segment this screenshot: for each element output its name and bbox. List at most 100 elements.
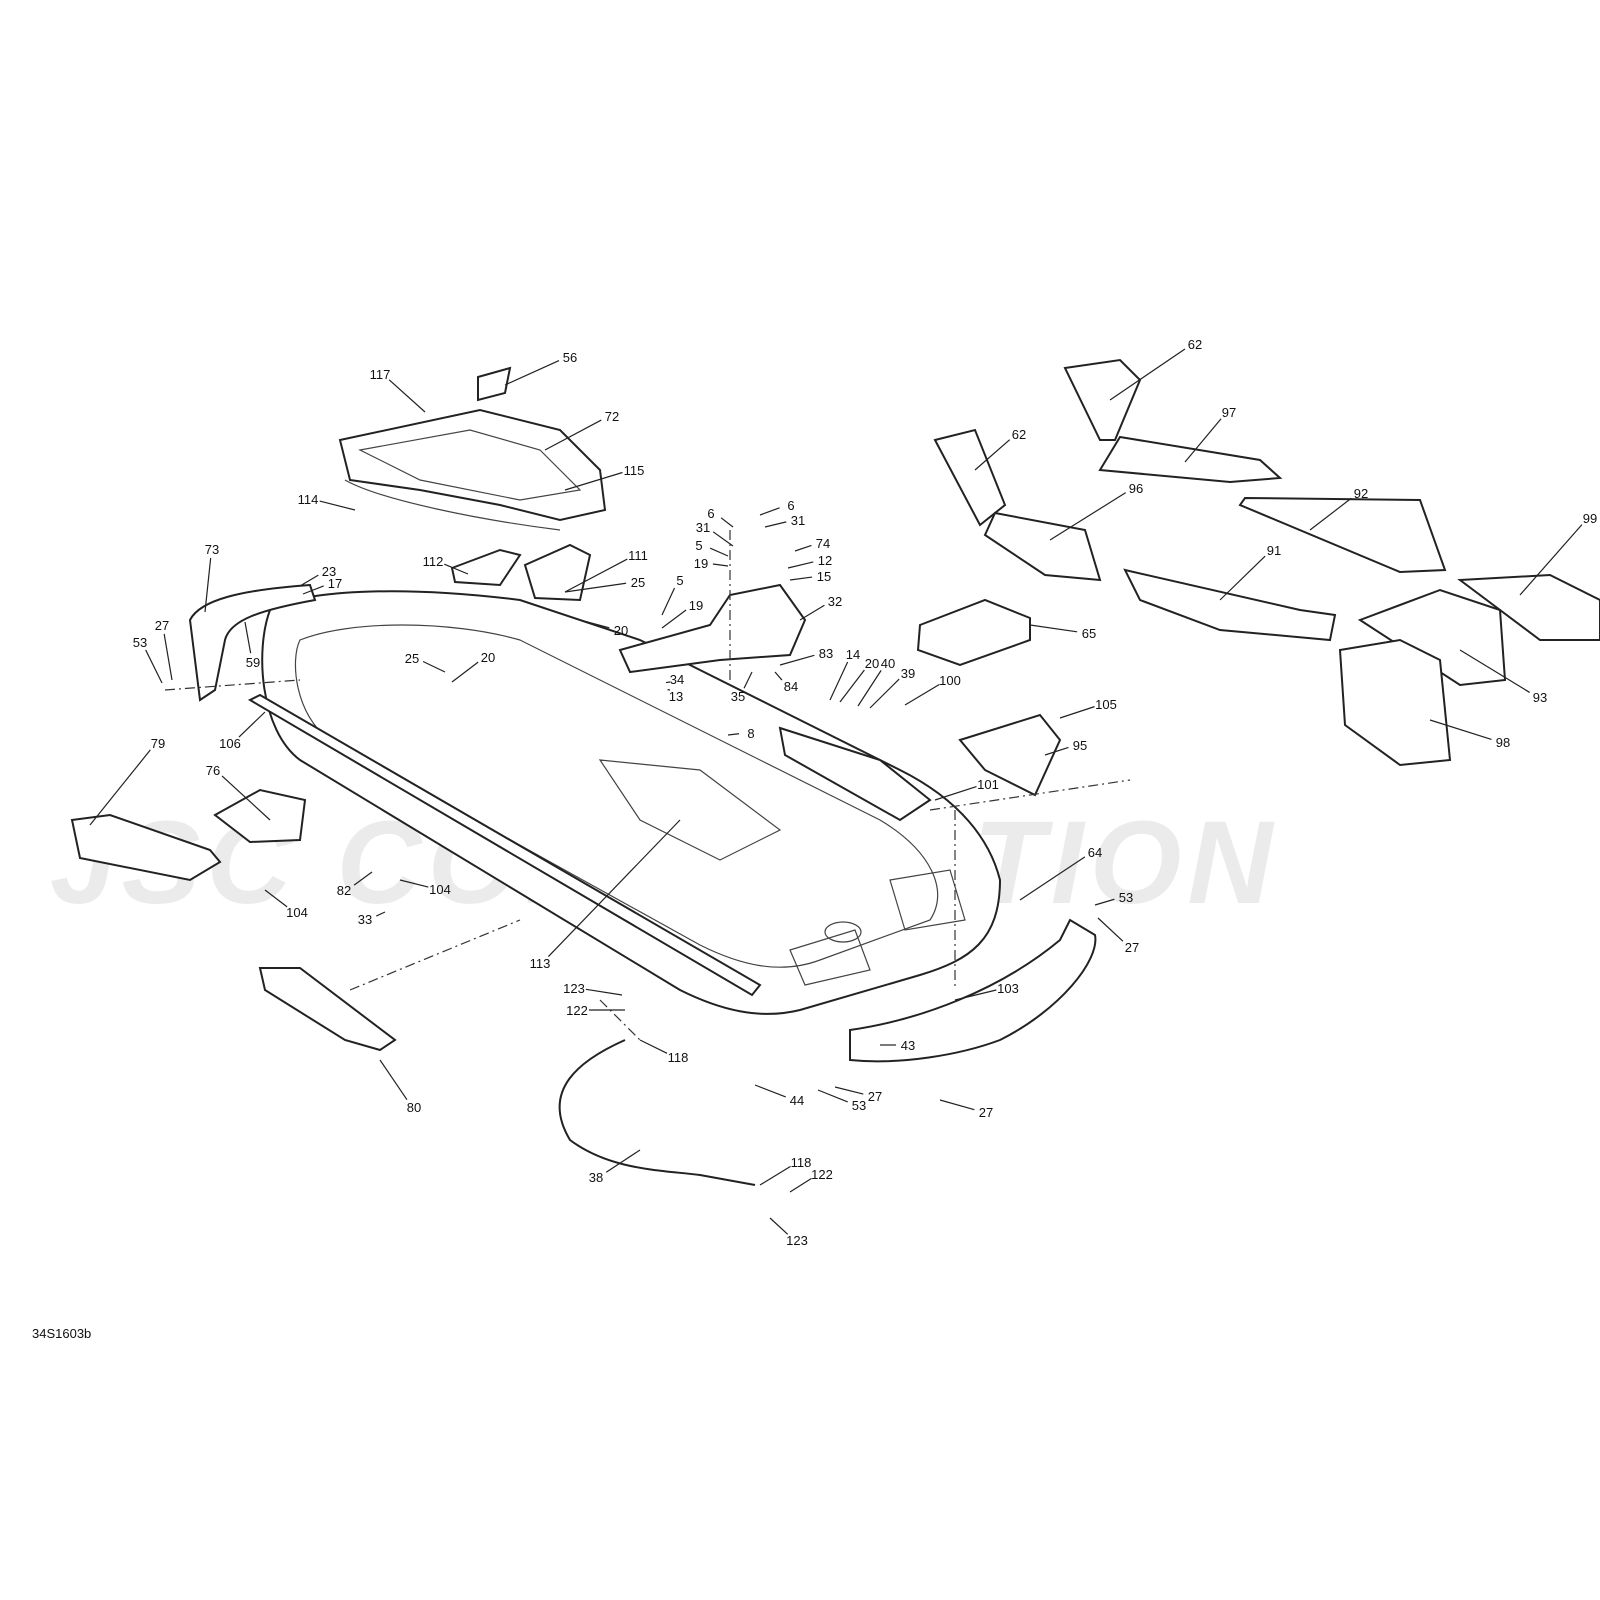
leader-line bbox=[1044, 746, 1069, 756]
callout-6: 6 bbox=[707, 506, 734, 528]
part-number: 6 bbox=[707, 506, 714, 521]
leader-line bbox=[665, 681, 671, 684]
part-number: 53 bbox=[1119, 890, 1133, 905]
part-number: 112 bbox=[423, 554, 444, 569]
callout-13: 13 bbox=[667, 689, 683, 704]
plate-95 bbox=[958, 713, 1062, 797]
leader-line bbox=[504, 360, 560, 386]
callout-44: 44 bbox=[754, 1084, 804, 1108]
leader-line bbox=[353, 871, 373, 886]
callout-74: 74 bbox=[794, 536, 830, 552]
leader-line bbox=[939, 1099, 975, 1111]
callout-104: 104 bbox=[399, 879, 451, 897]
leader-line bbox=[869, 678, 900, 709]
part-number: 31 bbox=[791, 513, 805, 528]
callout-43: 43 bbox=[880, 1038, 915, 1053]
part-number: 56 bbox=[563, 350, 577, 365]
leader-line bbox=[1019, 856, 1086, 901]
gasket-112 bbox=[450, 548, 522, 587]
callout-72: 72 bbox=[544, 409, 619, 451]
callout-20: 20 bbox=[579, 619, 628, 638]
part-number: 6 bbox=[787, 498, 794, 513]
part-number: 13 bbox=[669, 689, 683, 704]
part-number: 35 bbox=[731, 689, 745, 704]
leader-line bbox=[1459, 649, 1530, 693]
callout-73: 73 bbox=[204, 542, 219, 613]
callout-35: 35 bbox=[731, 671, 753, 704]
leader-line bbox=[1029, 624, 1078, 633]
callout-34: 34 bbox=[665, 672, 684, 687]
leader-line bbox=[712, 531, 734, 547]
leader-line bbox=[817, 1089, 848, 1103]
callout-93: 93 bbox=[1459, 649, 1547, 705]
part-number: 27 bbox=[979, 1105, 993, 1120]
part-number: 111 bbox=[628, 548, 648, 563]
leader-line bbox=[639, 1039, 668, 1054]
callout-98: 98 bbox=[1429, 719, 1510, 750]
part-number: 96 bbox=[1129, 481, 1143, 496]
part-number: 44 bbox=[790, 1093, 804, 1108]
part-number: 62 bbox=[1012, 427, 1026, 442]
leader-line bbox=[769, 1217, 789, 1235]
callout-96: 96 bbox=[1049, 481, 1143, 541]
front-bumper-73 bbox=[188, 583, 317, 702]
part-number: 93 bbox=[1533, 690, 1547, 705]
callout-76: 76 bbox=[206, 763, 271, 821]
leader-line bbox=[451, 661, 479, 683]
leader-line bbox=[712, 563, 729, 567]
callout-123: 123 bbox=[563, 981, 623, 996]
leader-line bbox=[221, 775, 271, 821]
leader-line bbox=[727, 733, 740, 736]
callout-105: 105 bbox=[1059, 697, 1117, 719]
part-number: 104 bbox=[429, 882, 451, 897]
part-number: 17 bbox=[328, 576, 342, 591]
leader-line bbox=[244, 621, 252, 654]
leader-line bbox=[759, 507, 780, 516]
callout-65: 65 bbox=[1029, 624, 1096, 641]
part-number: 76 bbox=[206, 763, 220, 778]
callout-20: 20 bbox=[451, 650, 495, 683]
part-number: 92 bbox=[1354, 486, 1368, 501]
leader-line bbox=[1309, 497, 1352, 531]
leader-line bbox=[1219, 555, 1266, 601]
part-number: 62 bbox=[1188, 337, 1202, 352]
leader-line bbox=[1519, 524, 1583, 596]
callout-53: 53 bbox=[817, 1089, 866, 1113]
part-number: 34 bbox=[670, 672, 684, 687]
part-number: 38 bbox=[589, 1170, 603, 1185]
leader-line bbox=[754, 1084, 786, 1098]
callout-5: 5 bbox=[661, 573, 684, 616]
leader-line bbox=[787, 561, 814, 569]
part-number: 20 bbox=[614, 623, 628, 638]
callout-53: 53 bbox=[1094, 890, 1133, 906]
callout-118: 118 bbox=[759, 1155, 811, 1186]
gasket-111 bbox=[523, 543, 592, 602]
callout-31: 31 bbox=[696, 520, 734, 547]
handle-grip-32 bbox=[618, 583, 807, 674]
leader-line bbox=[145, 649, 163, 684]
part-number: 72 bbox=[605, 409, 619, 424]
callout-62: 62 bbox=[974, 427, 1026, 471]
leader-line bbox=[264, 889, 288, 908]
callout-15: 15 bbox=[789, 569, 831, 584]
part-number: 8 bbox=[747, 726, 754, 741]
part-number: 113 bbox=[530, 956, 551, 971]
part-number: 82 bbox=[337, 883, 351, 898]
leader-line bbox=[422, 660, 446, 673]
callout-122: 122 bbox=[789, 1167, 833, 1193]
part-number: 91 bbox=[1267, 543, 1281, 558]
part-number: 20 bbox=[481, 650, 495, 665]
leader-line bbox=[544, 419, 602, 451]
part-number: 20 bbox=[865, 656, 879, 671]
callout-8: 8 bbox=[727, 726, 755, 741]
callout-33: 33 bbox=[358, 911, 386, 927]
callout-20: 20 bbox=[839, 656, 879, 703]
callout-101: 101 bbox=[934, 777, 999, 801]
part-number: 101 bbox=[977, 777, 999, 792]
part-number: 39 bbox=[901, 666, 915, 681]
callout-53: 53 bbox=[133, 635, 163, 684]
part-number: 23 bbox=[322, 564, 336, 579]
callout-5: 5 bbox=[695, 538, 729, 557]
